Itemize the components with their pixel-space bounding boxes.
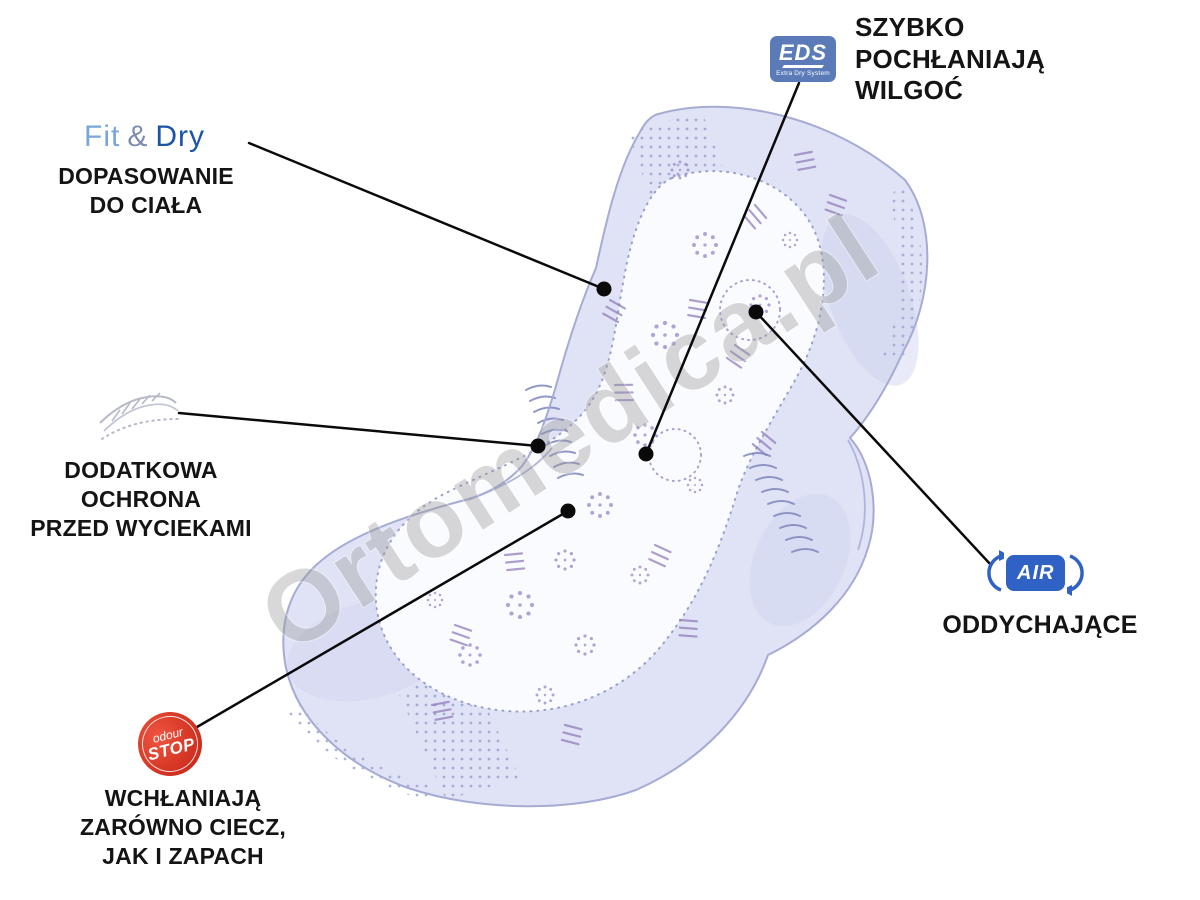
callout-dot-odour bbox=[560, 503, 576, 519]
fit-dry-logo-dry: Dry bbox=[155, 120, 205, 153]
callout-odour: WCHŁANIAJĄ ZARÓWNO CIECZ, JAK I ZAPACH bbox=[80, 785, 286, 869]
left-ruffles bbox=[525, 384, 584, 479]
air-arrow-left-icon bbox=[987, 550, 1004, 592]
callout-dot-eds bbox=[638, 446, 654, 462]
eds-subtitle: Extra Dry System bbox=[776, 69, 830, 77]
callout-air: ODDYCHAJĄCE bbox=[942, 611, 1138, 639]
callout-fit-dry: DOPASOWANIE DO CIAŁA bbox=[58, 163, 234, 218]
air-arrow-right-icon bbox=[1067, 554, 1085, 596]
fit-dry-logo-fit: Fit bbox=[84, 120, 121, 153]
callout-line-fit-dry bbox=[247, 141, 606, 291]
callout-line-leak bbox=[177, 411, 540, 448]
eds-underline bbox=[782, 64, 824, 68]
callout-line-air bbox=[754, 310, 993, 567]
callout-line-eds bbox=[644, 81, 801, 456]
air-label: AIR bbox=[1006, 555, 1066, 591]
fit-dry-logo: Fit&Dry bbox=[84, 120, 205, 154]
eds-abbr: EDS bbox=[778, 39, 828, 65]
right-ruffles bbox=[743, 452, 819, 553]
callout-dot-fit-dry bbox=[596, 281, 612, 297]
callout-dot-leak bbox=[530, 438, 546, 454]
callout-leak: DODATKOWA OCHRONA PRZED WYCIEKAMI bbox=[30, 457, 252, 541]
leak-guard-icon bbox=[99, 392, 179, 440]
fit-dry-logo-amp: & bbox=[127, 120, 149, 153]
eds-badge: EDS Extra Dry System bbox=[770, 36, 836, 82]
pad-core bbox=[375, 171, 824, 712]
air-badge: AIR bbox=[986, 550, 1085, 596]
callout-line-odour bbox=[195, 509, 570, 729]
callout-dot-air bbox=[748, 304, 764, 320]
callout-eds: SZYBKO POCHŁANIAJĄ WILGOĆ bbox=[855, 12, 1045, 106]
